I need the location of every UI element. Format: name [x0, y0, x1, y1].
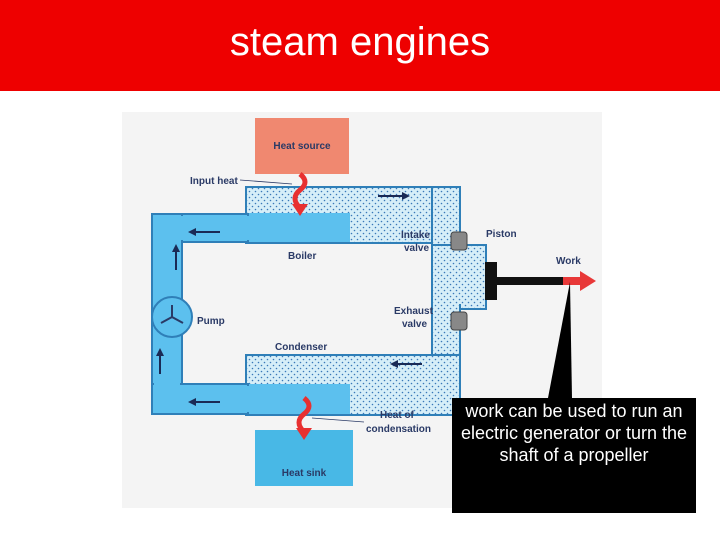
intake-valve [450, 231, 468, 251]
pump-icon [160, 305, 184, 324]
return-pipe-fill-top [154, 216, 250, 240]
piston-label: Piston [486, 229, 517, 240]
title-bar: steam engines [0, 0, 720, 91]
piston-rod [497, 277, 563, 285]
condensation-heat-arrowhead [296, 428, 312, 440]
exhaust-valve [450, 311, 468, 331]
condenser-water [247, 384, 350, 414]
input-heat-leader [239, 179, 293, 185]
condenser-steam-lower [350, 384, 459, 414]
condenser-label: Condenser [275, 342, 327, 353]
pump-label: Pump [197, 316, 225, 327]
flow-arrows [156, 192, 422, 406]
callout-text: work can be used to run an electric gene… [460, 401, 688, 465]
heat-of-condensation-label-2: condensation [366, 424, 431, 435]
cylinder-steam [433, 246, 485, 308]
work-arrow-shaft [563, 277, 583, 285]
intake-valve-label-2: valve [404, 243, 429, 254]
exhaust-valve-label-1: Exhaust [394, 306, 434, 317]
boiler-label: Boiler [288, 251, 316, 262]
slide-title: steam engines [229, 20, 491, 64]
exhaust-valve-label-2: valve [402, 319, 427, 330]
piston-head [485, 262, 497, 300]
heat-source-label: Heat source [273, 141, 331, 152]
input-heat-arrow [292, 172, 308, 210]
heat-sink-label: Heat sink [282, 468, 327, 479]
heat-source-box [255, 118, 349, 174]
input-heat-arrowhead [292, 204, 308, 216]
boiler-water [247, 213, 350, 242]
work-label: Work [556, 256, 581, 267]
condenser-steam [247, 356, 459, 384]
return-pipe-fill-bottom [154, 386, 250, 412]
callout-box: work can be used to run an electric gene… [452, 398, 696, 513]
callout-pointer-wedge [548, 282, 572, 398]
condensation-leader [311, 417, 365, 423]
boiler-steam [247, 188, 459, 213]
heat-of-condensation-label-1: Heat of [380, 410, 415, 421]
input-heat-label: Input heat [190, 176, 238, 187]
work-arrow-head [580, 271, 596, 291]
intake-valve-label-1: Intake [401, 230, 430, 241]
condensation-heat-arrow [296, 396, 312, 434]
